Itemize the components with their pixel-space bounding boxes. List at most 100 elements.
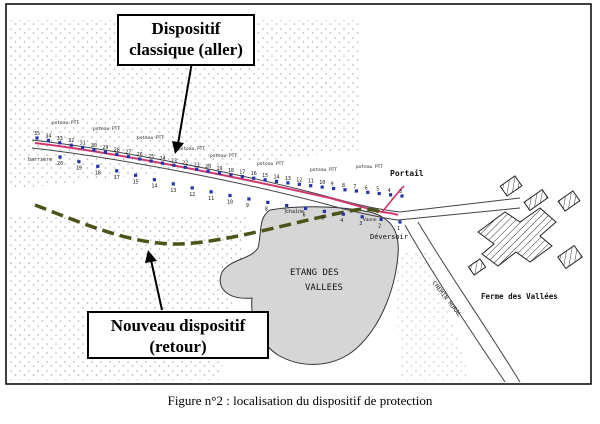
fence-post-number: 19 xyxy=(76,166,82,172)
callout-aller: Dispositif classique (aller) xyxy=(117,14,255,66)
fence-post xyxy=(398,220,402,224)
fence-post-number: 14 xyxy=(151,184,157,190)
fence-post-number: 17 xyxy=(239,170,245,176)
fence-post-number: 7 xyxy=(284,210,287,216)
retour-callout-arrow xyxy=(145,250,163,311)
poteau-label: poteau PTT xyxy=(257,161,284,167)
farm-buildings xyxy=(467,175,583,276)
fence-post-number: 5 xyxy=(321,215,324,221)
figure-caption: Figure n°2 : localisation du dispositif … xyxy=(167,393,433,408)
fence-post-number: 15 xyxy=(262,173,268,179)
fence-post-number: 29 xyxy=(102,145,108,151)
poteau-label: poteau PTT xyxy=(52,120,79,126)
fence-post-number: 28 xyxy=(114,148,120,154)
fence-post xyxy=(286,181,290,185)
fence-post xyxy=(354,189,358,193)
fence-post xyxy=(228,193,232,198)
fence-post xyxy=(304,206,308,211)
fence-post xyxy=(217,171,222,175)
fence-post xyxy=(285,203,289,208)
fence-post xyxy=(77,160,81,164)
fence-post-number: 1 xyxy=(397,226,400,232)
fence-post-number: 5 xyxy=(376,187,379,193)
fence-post xyxy=(81,145,85,150)
fence-post xyxy=(58,141,62,145)
fence-post-number: 16 xyxy=(251,171,257,177)
fence-post-number: 23 xyxy=(171,158,177,164)
fence-post xyxy=(126,155,130,159)
fence-post-number: 21 xyxy=(194,162,200,168)
aller-fence-branch xyxy=(381,185,405,213)
fence-post-number: 9 xyxy=(246,203,249,209)
fence-post xyxy=(343,188,347,192)
fence-post-number: 22 xyxy=(182,160,188,166)
fence-post-number: 2 xyxy=(378,223,381,229)
fence-post-number: 30 xyxy=(91,143,97,149)
fence-post xyxy=(252,176,256,180)
fence-post-number: 10 xyxy=(319,180,325,186)
aller-fence-line xyxy=(34,142,399,216)
fence-post-number: 7 xyxy=(353,184,356,190)
fence-post-number: 8 xyxy=(265,206,268,212)
fence-post-number: 19 xyxy=(217,166,223,172)
fence-post xyxy=(209,190,213,194)
vanne-label: Vanne xyxy=(363,217,377,223)
fence-post-number: 8 xyxy=(342,183,345,189)
fence-post-number: 17 xyxy=(114,175,120,181)
fence-post-number: 12 xyxy=(296,177,302,183)
fence-post xyxy=(263,178,267,182)
fence-post xyxy=(195,167,199,171)
fence-post-number: 11 xyxy=(308,179,314,185)
fence-post xyxy=(115,169,119,173)
fence-post-number: 32 xyxy=(68,138,74,144)
callout-aller-line2: classique (aller) xyxy=(129,40,243,59)
fence-post xyxy=(115,152,119,157)
fence-post xyxy=(274,179,279,183)
fence-post-number: 18 xyxy=(95,170,101,176)
fence-post-number: 26 xyxy=(137,152,143,158)
fence-post-number: 11 xyxy=(208,196,214,202)
fence-post xyxy=(389,193,393,197)
poteau-label: poteau PTT xyxy=(178,146,205,152)
fence-post xyxy=(240,174,244,179)
fence-post-number: 24 xyxy=(160,156,166,162)
fence-post-number: 4 xyxy=(388,188,391,194)
fence-post-number: 35 xyxy=(34,131,40,137)
portail-label: Portail xyxy=(390,168,424,178)
fence-post xyxy=(320,185,324,189)
fence-post-number: 6 xyxy=(365,185,368,191)
callout-retour-line2: (retour) xyxy=(149,337,207,356)
fence-post xyxy=(46,138,50,142)
fence-post-number: 15 xyxy=(133,179,139,185)
fence-post xyxy=(360,215,364,219)
poteau-label: poteau PTT xyxy=(93,126,120,132)
fence-post xyxy=(149,159,153,163)
fence-post-number: 33 xyxy=(57,136,63,142)
fence-post xyxy=(332,186,336,191)
fence-post-number: 34 xyxy=(45,133,51,139)
fence-post xyxy=(58,155,62,159)
fence-post xyxy=(138,157,142,161)
fence-post xyxy=(309,184,313,188)
fence-post-number: 4 xyxy=(340,218,343,224)
fence-post xyxy=(92,148,96,152)
fence-post xyxy=(266,200,270,204)
fence-post-number: 14 xyxy=(274,174,280,180)
poteau-label: poteau PTT xyxy=(310,167,337,173)
fence-post xyxy=(69,143,73,147)
fence-post xyxy=(183,165,187,169)
fence-post-number: 18 xyxy=(228,168,234,174)
road xyxy=(31,139,521,383)
fence-post xyxy=(229,173,233,177)
poteau-label: poteau PTT xyxy=(137,135,164,141)
callout-retour: Nouveau dispositif (retour) xyxy=(87,311,269,359)
poteau-label: poteau PTT xyxy=(210,153,237,159)
chaine-label: chaîne xyxy=(286,208,304,215)
fence-post xyxy=(96,164,100,168)
fence-post xyxy=(247,197,251,201)
retour-fence-line xyxy=(34,203,381,246)
aller-callout-arrow xyxy=(172,61,193,154)
fence-post-number: 20 xyxy=(57,161,63,167)
fence-post-number: 6 xyxy=(303,213,306,219)
